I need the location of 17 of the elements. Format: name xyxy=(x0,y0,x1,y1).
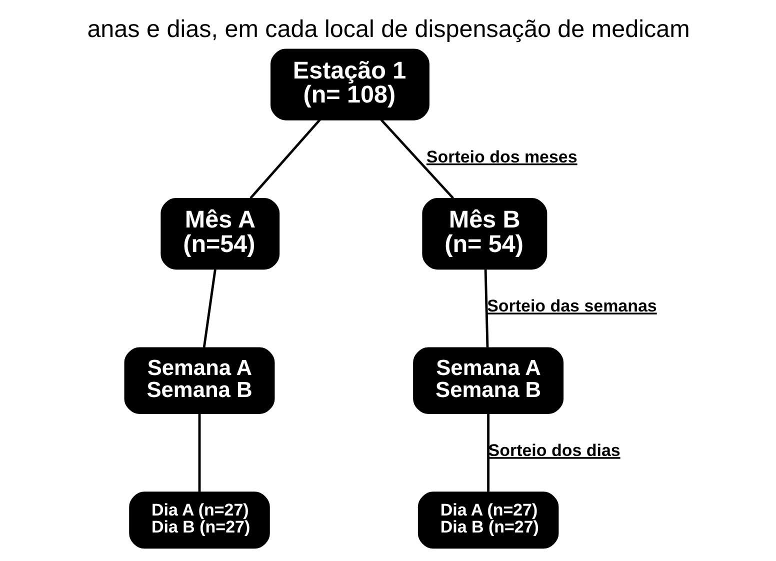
connector xyxy=(249,118,320,199)
node-box: Estação 1 (n= 108) xyxy=(270,48,429,120)
connector xyxy=(484,269,488,348)
caption: anas e dias, em cada local de dispensação de medicam xyxy=(86,16,690,44)
connector xyxy=(486,414,490,492)
connector xyxy=(202,269,216,348)
node-box: Dia A (n=27) Dia B (n=27) xyxy=(417,492,558,549)
edge-label: Sorteio dos dias xyxy=(488,441,620,460)
connector xyxy=(380,118,454,200)
node-box: Dia A (n=27) Dia B (n=27) xyxy=(128,492,270,549)
connector xyxy=(198,414,200,492)
edge-label: Sorteio dos meses xyxy=(426,147,577,166)
node-box: Semana A Semana B xyxy=(412,347,564,414)
node-box: Mês A (n=54) xyxy=(160,198,280,270)
edge-label: Sorteio das semanas xyxy=(486,296,656,316)
node-box: Semana A Semana B xyxy=(124,347,274,414)
node-box: Mês B (n= 54) xyxy=(422,198,547,270)
